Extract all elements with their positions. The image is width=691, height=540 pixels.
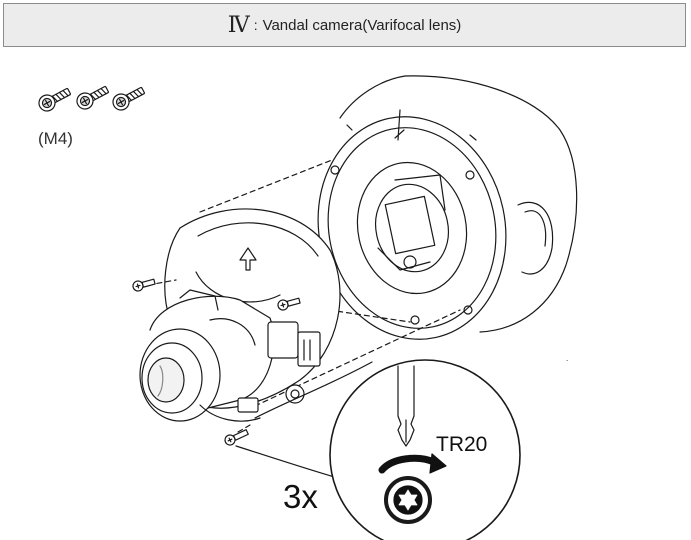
section-title: Vandal camera(Varifocal lens) bbox=[262, 16, 462, 34]
detail-callout bbox=[235, 359, 521, 540]
screw-icon bbox=[132, 278, 156, 292]
section-separator: : bbox=[253, 17, 258, 33]
section-number: Ⅳ bbox=[227, 12, 250, 38]
torx-bit-icon bbox=[397, 365, 415, 447]
screw-icon bbox=[224, 429, 249, 446]
screw-icon bbox=[112, 86, 145, 111]
screw-icon bbox=[76, 85, 109, 110]
rotation-arrow-icon bbox=[378, 453, 447, 474]
svg-text:.: . bbox=[566, 354, 568, 363]
housing-back-box bbox=[317, 75, 578, 340]
camera-module bbox=[139, 208, 341, 422]
screw-size-label: (M4) bbox=[38, 129, 73, 148]
bit-type-label: TR20 bbox=[436, 433, 488, 456]
section-header: Ⅳ : Vandal camera(Varifocal lens) bbox=[3, 3, 686, 47]
quantity-label: 3x bbox=[283, 478, 318, 515]
screw-icon bbox=[277, 297, 301, 311]
torx-head-icon bbox=[384, 476, 432, 524]
screw-icon bbox=[38, 87, 71, 112]
